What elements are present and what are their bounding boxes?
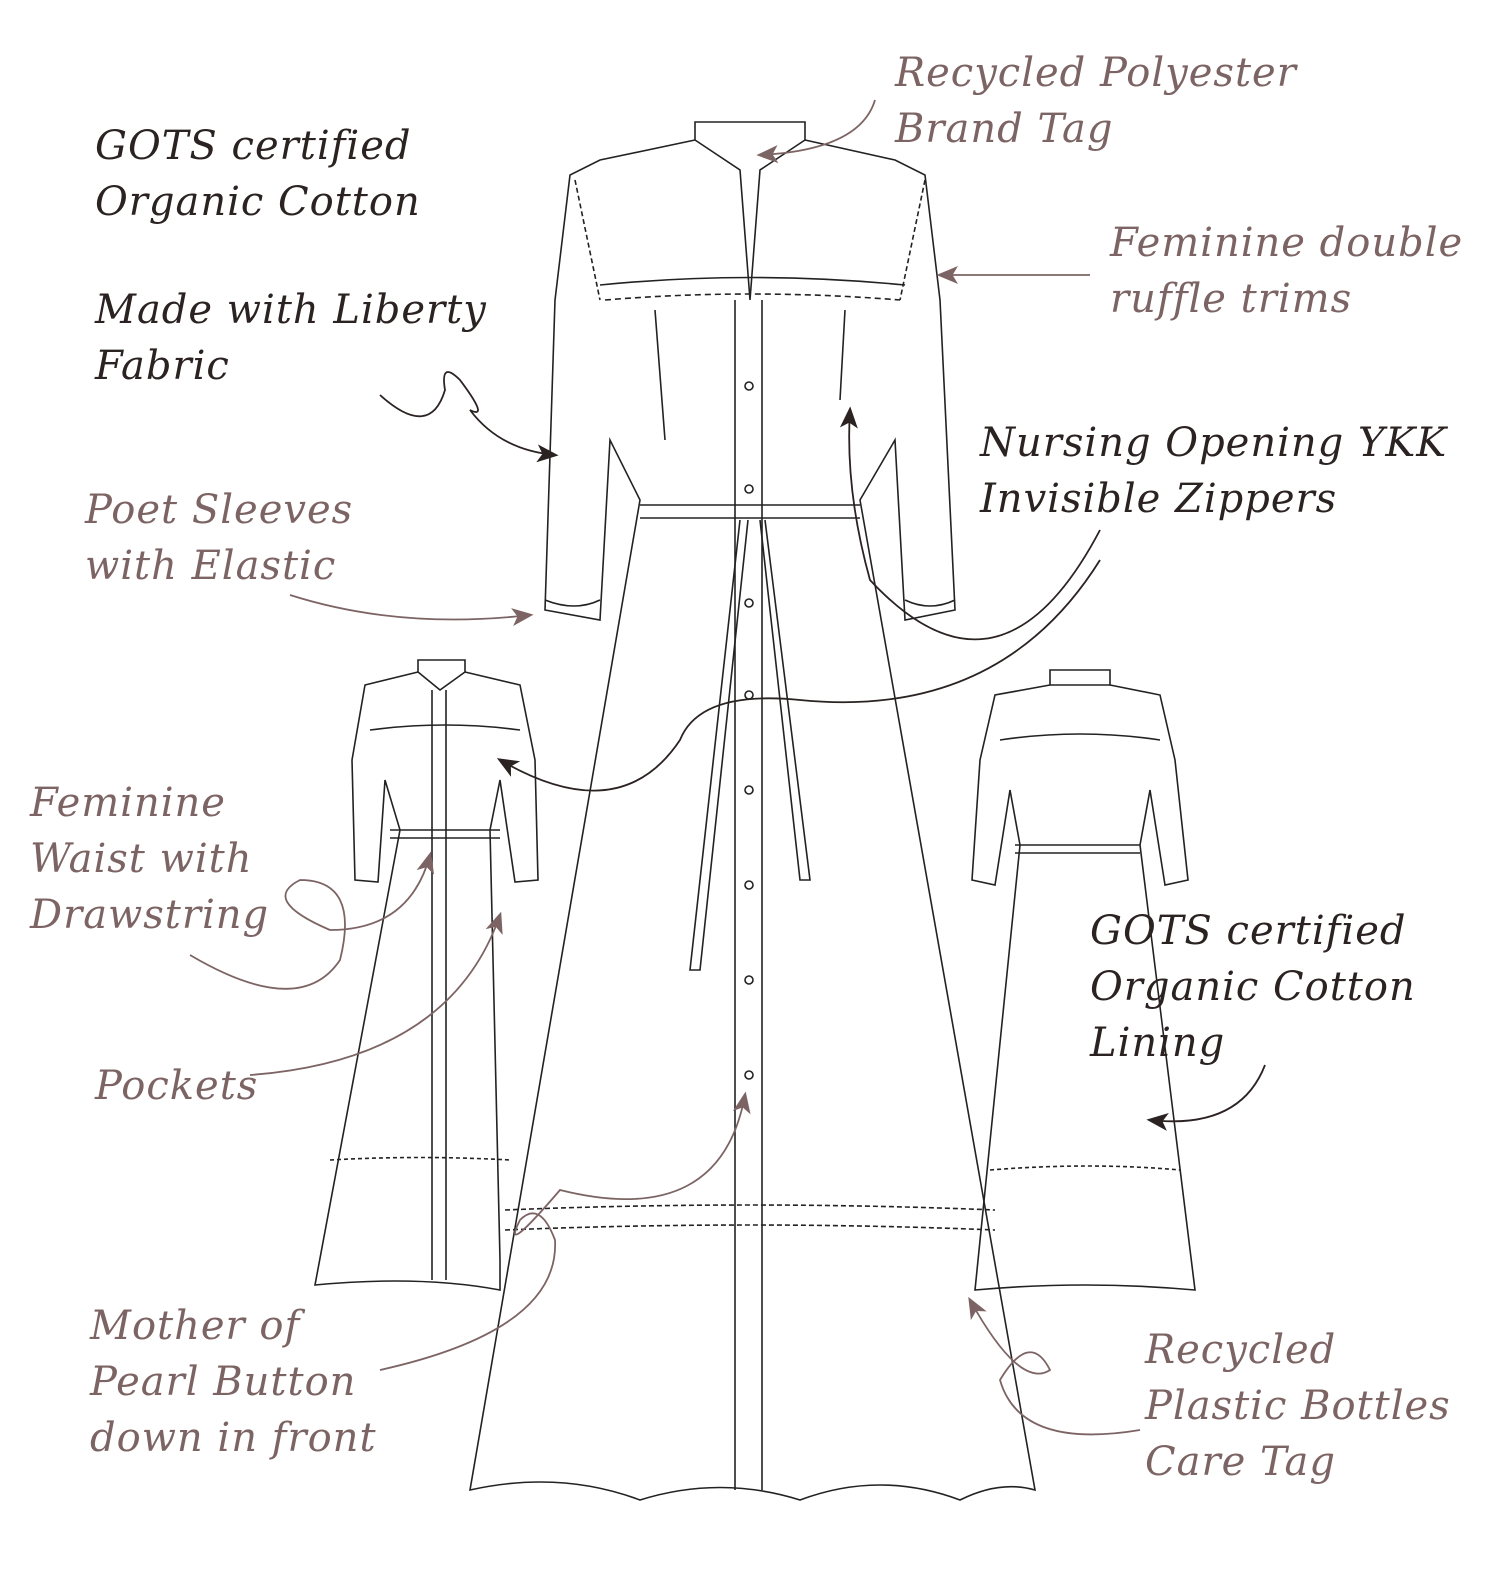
label-cotton-lining: GOTS certified Organic Cotton Lining bbox=[1090, 903, 1416, 1071]
front-view-dress bbox=[314, 659, 539, 1291]
label-line: Mother of bbox=[90, 1303, 301, 1349]
label-line: ruffle trims bbox=[1110, 276, 1353, 322]
label-line: Waist with bbox=[30, 836, 253, 882]
label-line: Invisible Zippers bbox=[980, 476, 1338, 522]
label-brand-tag: Recycled Polyester Brand Tag bbox=[895, 45, 1297, 157]
label-line: down in front bbox=[90, 1415, 377, 1461]
label-liberty-fabric: Made with Liberty Fabric bbox=[95, 282, 487, 394]
label-line: Recycled bbox=[1145, 1327, 1337, 1373]
label-line: Drawstring bbox=[30, 892, 270, 938]
back-view-dress bbox=[971, 669, 1196, 1291]
label-pearl-buttons: Mother of Pearl Button down in front bbox=[90, 1298, 377, 1466]
label-line: Brand Tag bbox=[895, 106, 1114, 152]
label-line: Feminine bbox=[30, 780, 226, 826]
label-line: Organic Cotton bbox=[95, 179, 421, 225]
label-line: Care Tag bbox=[1145, 1439, 1336, 1485]
label-line: Organic Cotton bbox=[1090, 964, 1416, 1010]
label-line: Lining bbox=[1090, 1020, 1226, 1066]
label-line: GOTS certified bbox=[1090, 908, 1407, 954]
label-line: GOTS certified bbox=[95, 123, 412, 169]
label-line: Nursing Opening YKK bbox=[980, 420, 1448, 466]
label-nursing-zippers: Nursing Opening YKK Invisible Zippers bbox=[980, 415, 1447, 527]
annotation-arrows bbox=[189, 99, 1266, 1436]
main-dress bbox=[469, 121, 1037, 1501]
label-line: Fabric bbox=[95, 343, 230, 389]
label-line: Poet Sleeves bbox=[85, 487, 354, 533]
label-gots-organic-cotton: GOTS certified Organic Cotton bbox=[95, 118, 421, 230]
label-line: Made with Liberty bbox=[95, 287, 487, 333]
label-line: with Elastic bbox=[85, 543, 337, 589]
label-line: Plastic Bottles bbox=[1145, 1383, 1451, 1429]
label-line: Recycled Polyester bbox=[895, 50, 1297, 96]
label-line: Pockets bbox=[95, 1063, 259, 1109]
label-line: Pearl Button bbox=[90, 1359, 357, 1405]
label-poet-sleeves: Poet Sleeves with Elastic bbox=[85, 482, 353, 594]
label-ruffle-trims: Feminine double ruffle trims bbox=[1110, 215, 1463, 327]
label-line: Feminine double bbox=[1110, 220, 1464, 266]
label-feminine-waist: Feminine Waist with Drawstring bbox=[30, 775, 269, 943]
label-pockets: Pockets bbox=[95, 1058, 258, 1114]
label-care-tag: Recycled Plastic Bottles Care Tag bbox=[1145, 1322, 1451, 1490]
